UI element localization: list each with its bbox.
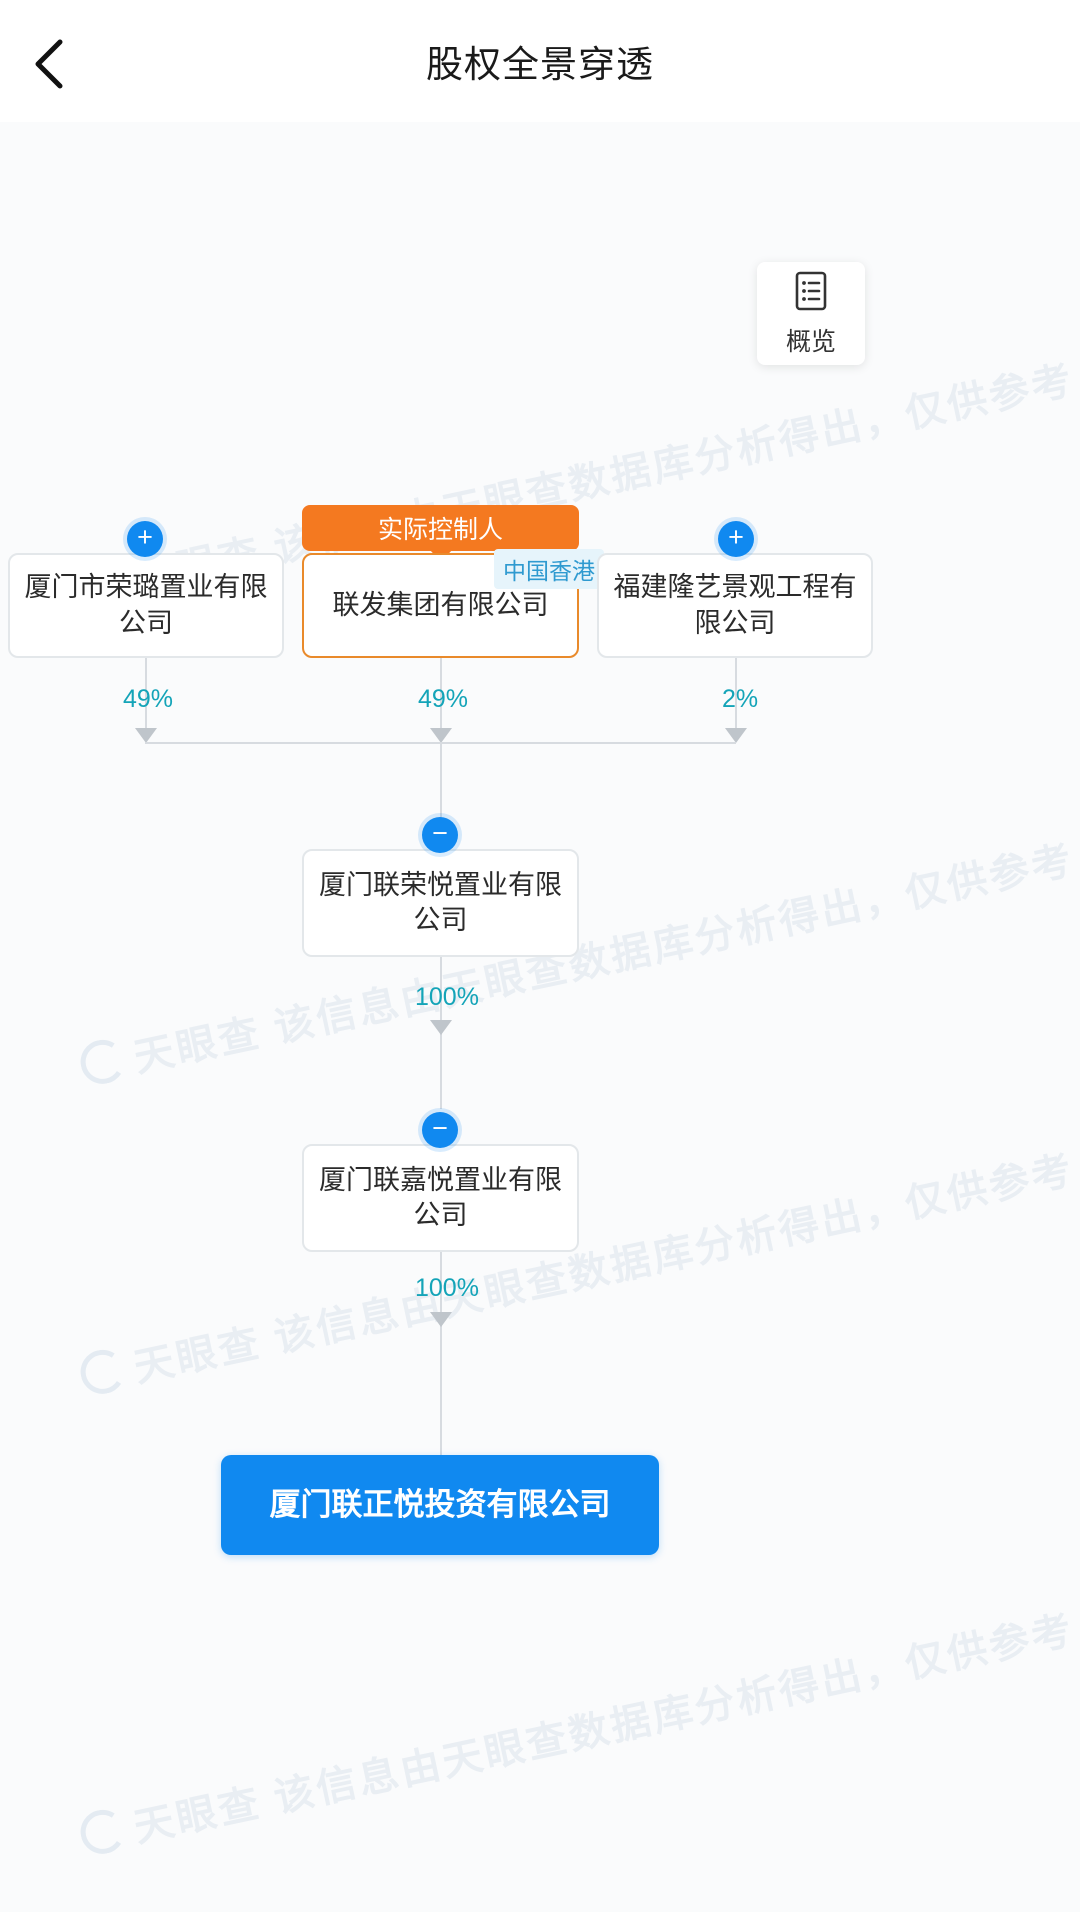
edge-line — [145, 658, 147, 730]
page-title: 股权全景穿透 — [426, 44, 654, 85]
region-badge-hongkong: 中国香港 — [494, 549, 604, 589]
node-label: 厦门联荣悦置业有限公司 — [319, 869, 562, 935]
watermark: 天眼查 该信息由天眼查数据库分析得出，仅供参考 — [75, 1597, 1079, 1865]
edge-line — [440, 742, 442, 853]
edge-line — [440, 658, 442, 730]
app-header: 股权全景穿透 — [0, 0, 1080, 122]
expand-toggle-node-1[interactable]: + — [127, 521, 163, 557]
node-label: 福建隆艺景观工程有限公司 — [613, 572, 857, 638]
edge-percent: 49% — [418, 685, 469, 713]
company-node-xiamen-ronglu[interactable]: 厦门市荣璐置业有限公司 — [8, 553, 284, 658]
collapse-toggle-node-5[interactable]: − — [422, 1112, 458, 1148]
region-label: 中国香港 — [503, 558, 595, 584]
company-node-xiamen-lianrongyue[interactable]: 厦门联荣悦置业有限公司 — [302, 849, 579, 957]
overview-label: 概览 — [785, 327, 836, 356]
edge-line — [735, 658, 737, 730]
edge-arrow — [430, 1020, 452, 1035]
company-node-root-xiamen-lianzhengyue[interactable]: 厦门联正悦投资有限公司 — [221, 1455, 659, 1555]
chevron-left-icon — [30, 36, 70, 92]
edge-arrow — [135, 728, 157, 743]
edge-percent: 49% — [123, 685, 174, 713]
company-node-fujian-longyi[interactable]: 福建隆艺景观工程有限公司 — [597, 553, 873, 658]
node-label: 厦门联嘉悦置业有限公司 — [319, 1164, 562, 1230]
edge-percent: 100% — [415, 1274, 479, 1302]
actual-controller-badge: 实际控制人 — [302, 505, 579, 562]
edge-line — [440, 1252, 442, 1482]
expand-toggle-node-3[interactable]: + — [718, 521, 754, 557]
node-label: 联发集团有限公司 — [332, 589, 549, 620]
list-document-icon — [791, 270, 831, 312]
edge-arrow — [430, 728, 452, 743]
edge-percent: 100% — [415, 983, 479, 1011]
equity-chart-canvas[interactable]: 天眼查 该信息由天眼查数据库分析得出，仅供参考 天眼查 该信息由天眼查数据库分析… — [0, 122, 1080, 1912]
edge-percent: 2% — [722, 685, 759, 713]
collapse-toggle-node-4[interactable]: − — [422, 817, 458, 853]
node-label: 厦门市荣璐置业有限公司 — [24, 572, 268, 638]
edge-arrow — [430, 1312, 452, 1327]
company-node-xiamen-lianjiayue[interactable]: 厦门联嘉悦置业有限公司 — [302, 1144, 579, 1252]
node-label: 厦门联正悦投资有限公司 — [269, 1486, 611, 1522]
back-button[interactable] — [14, 28, 86, 100]
badge-label: 实际控制人 — [377, 516, 503, 544]
overview-button[interactable]: 概览 — [757, 262, 865, 365]
edge-arrow — [725, 728, 747, 743]
